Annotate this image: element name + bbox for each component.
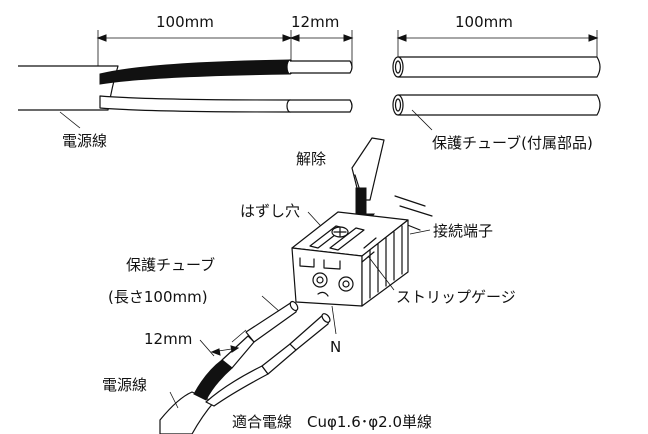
leader-strip-gauge bbox=[367, 255, 395, 291]
label-neutral: N bbox=[330, 338, 341, 356]
connection-terminal bbox=[291, 195, 433, 307]
label-power-wire-bottom: 電源線 bbox=[102, 376, 147, 394]
dim-label-100mm-left: 100mm bbox=[156, 13, 214, 31]
label-protective-tube: 保護チューブ bbox=[126, 256, 215, 274]
leader-terminal bbox=[409, 229, 431, 235]
leader-power-wire-top bbox=[59, 111, 81, 129]
label-terminal: 接続端子 bbox=[433, 222, 493, 240]
dimension-line-bottom bbox=[199, 329, 247, 357]
leader-protective-tube bbox=[261, 295, 281, 313]
label-release-hole: はずし穴 bbox=[240, 202, 300, 220]
dim-label-12mm-top: 12mm bbox=[291, 13, 339, 31]
leader-power-wire-bottom bbox=[169, 391, 179, 409]
label-compatible-wire: 適合電線 Cuφ1.6･φ2.0単線 bbox=[232, 413, 432, 431]
dimension-lines-top-left bbox=[96, 30, 354, 72]
label-protective-tube-accessory: 保護チューブ(付属部品) bbox=[432, 134, 593, 152]
dim-label-12mm-bottom: 12mm bbox=[144, 330, 192, 348]
protective-tubes-accessory bbox=[392, 56, 601, 116]
leader-protective-tube-accessory bbox=[411, 109, 433, 131]
dim-label-100mm-right: 100mm bbox=[455, 13, 513, 31]
label-strip-gauge: ストリップゲージ bbox=[396, 288, 516, 306]
dimension-line-top-right bbox=[396, 30, 599, 62]
leader-neutral bbox=[331, 305, 337, 335]
label-release: 解除 bbox=[296, 150, 326, 168]
label-tube-length: (長さ100mm) bbox=[108, 288, 208, 306]
power-cable-top bbox=[18, 59, 353, 113]
label-power-wire-top: 電源線 bbox=[62, 132, 107, 150]
power-cable-bottom bbox=[159, 300, 331, 434]
